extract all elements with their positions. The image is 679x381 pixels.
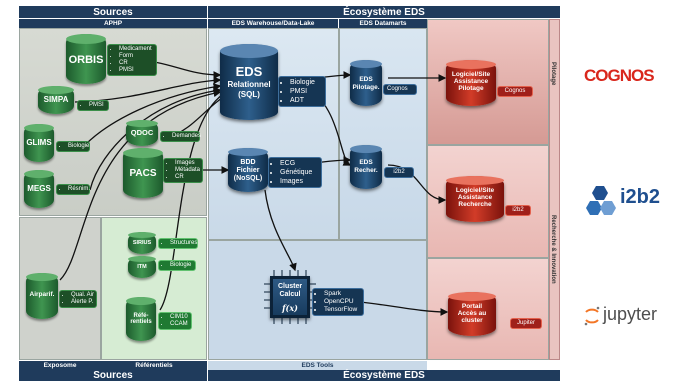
eds-relationnel-tag: Biologie PMSI ADT xyxy=(278,76,326,107)
pacs-database: PACS xyxy=(123,148,163,198)
ecosysteme-header-top: Écosystème EDS xyxy=(208,6,560,18)
app-pilotage-database: Logiciel/Site Assistance Pilotage xyxy=(446,60,496,106)
arrow-fichier-cluster xyxy=(264,189,297,272)
arrow-glims-eds xyxy=(84,83,222,146)
referentiels-tag: CIM10 CCAM xyxy=(158,312,192,330)
simpa-database: SIMPA xyxy=(38,86,74,114)
portail-tag: Jupiter xyxy=(510,318,542,329)
eds-recher-database: EDS Recher. xyxy=(350,145,382,189)
app-pilotage-tag: Cognos xyxy=(497,86,533,97)
arrow-airparif-eds xyxy=(59,89,222,281)
eds-relationnel-database: EDS Relationnel (SQL) xyxy=(220,44,278,120)
datamarts-header: EDS Datamarts xyxy=(339,19,427,28)
qdoc-database: QDOC xyxy=(126,120,158,146)
megs-database: MEGS xyxy=(24,170,54,208)
i2b2-logo: i2b2 xyxy=(620,186,661,208)
side-strip xyxy=(549,19,560,360)
qdoc-tag: Demandes xyxy=(160,131,201,142)
eds-recher-tag: i2b2 xyxy=(384,167,414,178)
exposome-footer: Exposome xyxy=(19,361,101,370)
orbis-database: ORBIS xyxy=(66,34,106,84)
exposome-panel xyxy=(19,217,101,360)
aphp-header: APHP xyxy=(19,19,207,28)
ecosysteme-header-bottom: Écosystème EDS xyxy=(208,370,560,381)
orbis-tag: Medicament Form CR PMSI xyxy=(107,44,157,76)
recherche-side-label: Recherche & Innovation xyxy=(550,215,556,284)
app-recherche-database: Logiciel/Site Assistance Recherche xyxy=(446,176,504,222)
app-recherche-tag: i2b2 xyxy=(505,205,531,216)
arrow-recher-app xyxy=(387,164,447,204)
airparif-database: Airparif. xyxy=(26,273,58,319)
eds-pilotage-database: EDS Pilotage. xyxy=(350,60,382,106)
i2b2-icon xyxy=(586,186,616,215)
bdd-fichier-database: BDD Fichier (NoSQL) xyxy=(228,148,268,192)
cognos-logo: COGNOS xyxy=(584,66,655,85)
referentiels-footer: Référentiels xyxy=(101,361,207,370)
eds-pilotage-tag: Cognos xyxy=(383,84,417,95)
chip-pins xyxy=(264,270,316,324)
sources-header-bottom: Sources xyxy=(19,370,207,381)
sirius-tag: Structures xyxy=(158,238,198,249)
arrow-referentiels-eds xyxy=(159,94,223,311)
glims-database: GLIMS xyxy=(24,124,54,162)
cluster-calcul-chip: Cluster Calcul f(x) xyxy=(270,276,310,318)
sirius-database: SIRIUS xyxy=(128,232,156,254)
referentiels-database: Réfé-rentiels xyxy=(126,297,156,341)
itm-database: ITM xyxy=(128,256,156,278)
pacs-tag: Images Métadata CR xyxy=(163,158,203,183)
tools-footer: EDS Tools xyxy=(208,361,427,370)
itm-tag: Biologie xyxy=(158,260,196,271)
jupyter-icon xyxy=(584,306,600,326)
bdd-fichier-tag: ECG Génétique Images xyxy=(268,157,322,188)
arrow-simpa-eds xyxy=(74,76,222,103)
cluster-tag: Spark OpenCPU TensorFlow xyxy=(312,288,364,316)
jupyter-logo: jupyter xyxy=(603,304,658,324)
glims-tag: Biologie xyxy=(56,141,90,152)
portail-database: Portail Accès au cluster xyxy=(448,292,496,336)
pilotage-side-label: Pilotage xyxy=(550,62,556,86)
airparif-tag: Qual. Air Alerte P. xyxy=(59,290,97,308)
arrow-cluster-portail xyxy=(359,301,449,316)
simpa-tag: PMSI xyxy=(77,100,109,111)
sources-header-top: Sources xyxy=(19,6,207,18)
warehouse-header: EDS Warehouse/Data-Lake xyxy=(208,19,338,28)
megs-tag: Résnim. xyxy=(56,184,90,195)
